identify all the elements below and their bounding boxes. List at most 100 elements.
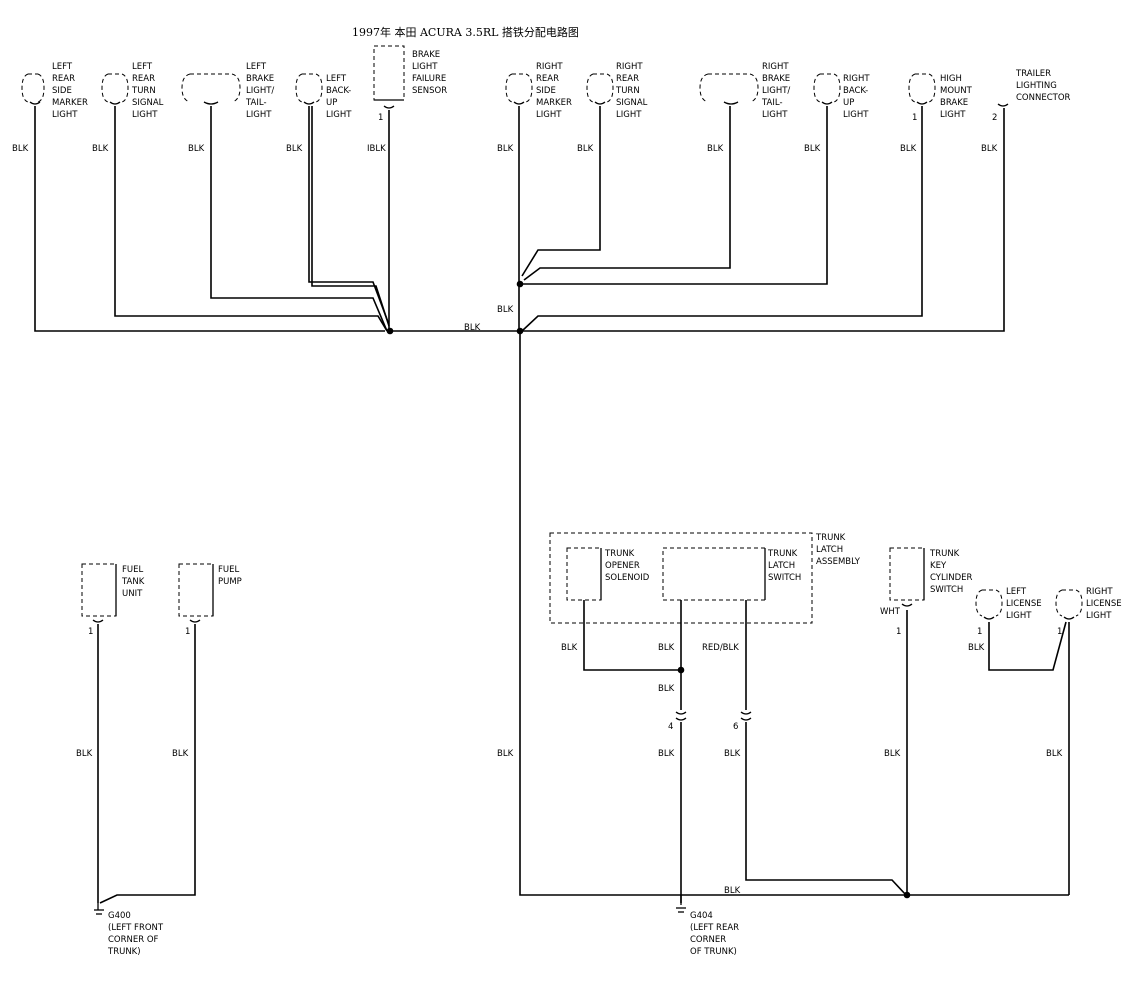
svg-text:BLK: BLK [464,323,481,333]
svg-text:PUMP: PUMP [218,577,242,587]
svg-text:TRAILER: TRAILER [1015,69,1051,79]
high-mount-pin: 1 [912,113,917,123]
svg-text:MARKER: MARKER [52,98,88,108]
brake-sensor-pin: 1 [378,113,383,123]
svg-text:RIGHT: RIGHT [762,62,789,72]
svg-text:BLK: BLK [497,144,514,154]
svg-text:UP: UP [843,98,854,108]
svg-text:G400: G400 [108,911,131,921]
svg-text:BLK: BLK [900,144,917,154]
high-mount-label: HIGH MOUNT BRAKE LIGHT [940,74,973,120]
svg-text:BLK: BLK [497,749,514,759]
left-turn-label: LEFT REAR TURN SIGNAL LIGHT [131,62,164,120]
svg-text:RIGHT: RIGHT [843,74,870,84]
svg-text:BLK: BLK [497,305,514,315]
svg-text:LIGHTING: LIGHTING [1016,81,1057,91]
fuel-pump-label: FUEL PUMP [218,565,242,587]
left-backup-label: LEFT BACK- UP LIGHT [326,74,352,120]
svg-text:LIGHT: LIGHT [132,110,158,120]
svg-text:BACK-: BACK- [843,86,868,96]
right-license-light: 1 RIGHT LICENSE LIGHT [1055,587,1122,637]
svg-text:LEFT: LEFT [326,74,347,84]
right-rear-side-marker-light: RIGHT REAR SIDE MARKER LIGHT [505,62,572,120]
svg-text:TANK: TANK [121,577,145,587]
svg-text:RIGHT: RIGHT [616,62,643,72]
splice-rear-right [903,891,911,899]
right-back-up-light: RIGHT BACK- UP LIGHT [813,73,870,120]
brake-sensor-label: BRAKE LIGHT FAILURE SENSOR [412,50,447,96]
svg-text:(LEFT REAR: (LEFT REAR [690,923,739,933]
brake-light-failure-sensor: 1 BRAKE LIGHT FAILURE SENSOR [373,45,447,123]
svg-text:REAR: REAR [536,74,559,84]
right-license-pin: 1 [1057,627,1062,637]
high-mount-brake-light: 1 HIGH MOUNT BRAKE LIGHT [908,73,973,123]
svg-text:(LEFT FRONT: (LEFT FRONT [108,923,164,933]
trailer-label: TRAILER LIGHTING CONNECTOR [1015,69,1071,103]
fuel-tank-pin: 1 [88,627,93,637]
trunk-key-label: TRUNK KEY CYLINDER SWITCH [929,549,972,595]
svg-text:SIGNAL: SIGNAL [616,98,648,108]
svg-text:SENSOR: SENSOR [412,86,447,96]
svg-text:BLK: BLK [804,144,821,154]
ground-g400: G400 (LEFT FRONT CORNER OF TRUNK) [94,903,164,957]
svg-text:SOLENOID: SOLENOID [605,573,650,583]
svg-text:UNIT: UNIT [122,589,143,599]
svg-text:RIGHT: RIGHT [536,62,563,72]
svg-text:LEFT: LEFT [246,62,267,72]
svg-text:TRUNK: TRUNK [604,549,635,559]
svg-text:BLK: BLK [577,144,594,154]
svg-text:LIGHT: LIGHT [536,110,562,120]
svg-text:RIGHT: RIGHT [1086,587,1113,597]
top-wire-labels: BLK BLK BLK BLK IBLK BLK BLK BLK BLK BLK… [12,144,998,759]
svg-text:BLK: BLK [707,144,724,154]
svg-text:CONNECTOR: CONNECTOR [1016,93,1071,103]
svg-text:6: 6 [733,722,738,732]
svg-text:REAR: REAR [132,74,155,84]
svg-text:UP: UP [326,98,337,108]
svg-text:ASSEMBLY: ASSEMBLY [816,557,861,567]
svg-text:LEFT: LEFT [1006,587,1027,597]
trunk-opener-solenoid: TRUNK OPENER SOLENOID [566,547,650,601]
trunk-opener-label: TRUNK OPENER SOLENOID [604,549,650,583]
svg-text:REAR: REAR [616,74,639,84]
svg-text:LIGHT: LIGHT [1006,611,1032,621]
svg-text:IBLK: IBLK [367,144,386,154]
svg-text:LIGHT/: LIGHT/ [246,86,274,96]
left-rear-side-marker-light: LEFT REAR SIDE MARKER LIGHT [21,62,88,120]
left-license-pin: 1 [977,627,982,637]
svg-text:LIGHT: LIGHT [412,62,438,72]
svg-text:TRUNK: TRUNK [929,549,960,559]
svg-text:LICENSE: LICENSE [1006,599,1042,609]
svg-text:LIGHT: LIGHT [843,110,869,120]
svg-text:CYLINDER: CYLINDER [930,573,972,583]
svg-text:BLK: BLK [286,144,303,154]
svg-text:BLK: BLK [724,886,741,896]
svg-text:SIDE: SIDE [536,86,556,96]
left-license-label: LEFT LICENSE LIGHT [1006,587,1042,621]
right-license-label: RIGHT LICENSE LIGHT [1086,587,1122,621]
trunk-latch-switch-label: TRUNK LATCH SWITCH [767,549,801,583]
svg-text:LICENSE: LICENSE [1086,599,1122,609]
svg-text:BLK: BLK [724,749,741,759]
svg-text:TAIL-: TAIL- [761,98,783,108]
svg-text:LIGHT: LIGHT [616,110,642,120]
svg-text:TAIL-: TAIL- [245,98,267,108]
svg-text:TRUNK): TRUNK) [107,947,141,957]
fuel-pump: 1 FUEL PUMP [178,563,242,637]
svg-text:BLK: BLK [884,749,901,759]
left-license-light: 1 LEFT LICENSE LIGHT [975,587,1042,637]
svg-text:SWITCH: SWITCH [768,573,801,583]
svg-text:TURN: TURN [131,86,156,96]
svg-text:BRAKE: BRAKE [762,74,790,84]
svg-text:BLK: BLK [92,144,109,154]
trailer-pin: 2 [992,113,997,123]
svg-text:BLK: BLK [561,643,578,653]
svg-text:BRAKE: BRAKE [412,50,440,60]
svg-text:CORNER: CORNER [690,935,726,945]
right-brake-tail-light: RIGHT BRAKE LIGHT/ TAIL- LIGHT [699,62,790,120]
svg-text:LIGHT: LIGHT [762,110,788,120]
diagram-title: 1997年 本田 ACURA 3.5RL 搭铁分配电路图 [352,25,579,39]
right-brake-label: RIGHT BRAKE LIGHT/ TAIL- LIGHT [761,62,790,120]
svg-text:BLK: BLK [968,643,985,653]
fuel-pump-pin: 1 [185,627,190,637]
